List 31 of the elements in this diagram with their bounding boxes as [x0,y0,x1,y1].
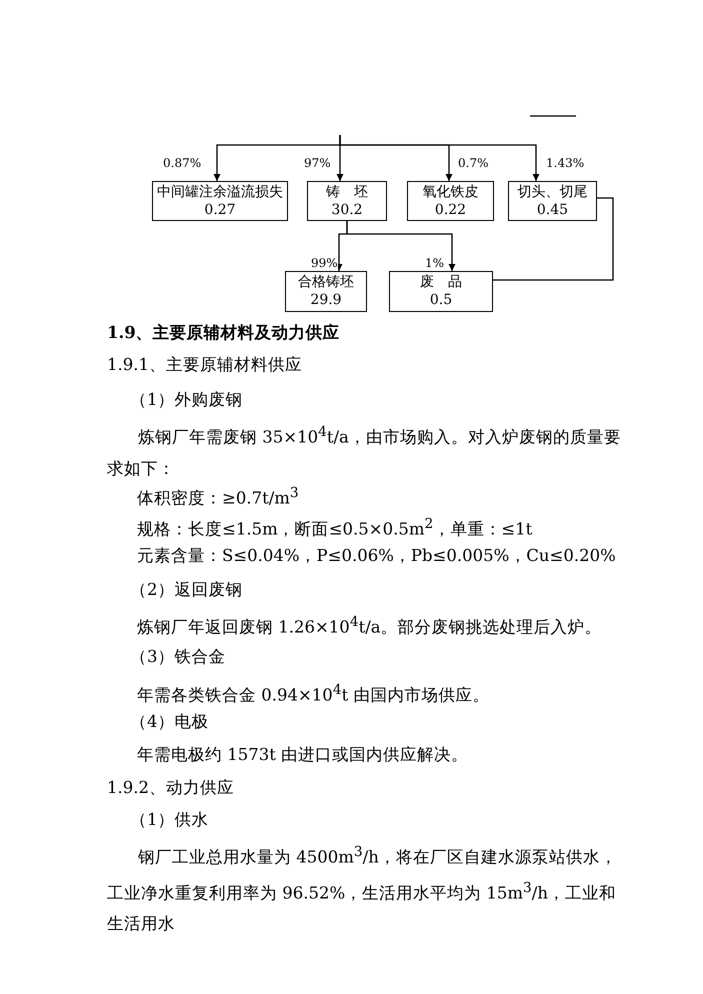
text-line: 年需各类铁合金 0.94×10$^{4}$t 由国内市场供应。 [137,681,490,706]
text-line: （1）外购废钢 [130,390,242,410]
edge-label: 1% [425,256,444,270]
process-box: 合格铸坯 29.9 [285,271,367,312]
text-line: 体积密度：≥0.7t/m$^{3}$ [137,484,299,508]
text-line: 1.9.1、主要原辅材料供应 [107,355,302,375]
process-box: 中间罐注余溢流损失 0.27 [152,181,288,221]
text-line: （1）供水 [130,810,208,830]
process-box: 切头、切尾 0.45 [508,181,597,221]
text-line: （4）电极 [130,712,208,732]
process-box: 铸 坯 30.2 [307,181,387,221]
arrow [339,135,540,181]
arrow [346,221,456,271]
edge-label: 0.7% [458,156,488,170]
text-line: 规格：长度≤1.5m，断面≤0.5×0.5m$^{2}$，单重：≤1t [137,515,532,540]
section-heading: 1.9、主要原辅材料及动力供应 [107,323,340,343]
paragraph: 钢厂工业总用水量为 4500m$^{3}$/h，将在厂区自建水源泵站供水，工业净水重复利用率为 96.52%，生活用水平均为 15m$^{3}$/h，工业和生活用水 [107,843,618,935]
text-line: 炼钢厂年返回废钢 1.26×10$^{4}$t/a。部分废钢挑选处理后入炉。 [137,613,602,638]
text-line: 1.9.2、动力供应 [107,778,234,798]
connector-line [493,197,614,281]
text-line: （3）铁合金 [130,647,226,667]
text-line: 年需电极约 1573t 由进口或国内供应解决。 [137,745,468,765]
edge-label: 0.87% [163,156,202,170]
paragraph: 炼钢厂年需废钢 35×10$^{4}$t/a，由市场购入。对入炉废钢的质量要求如下： [107,423,622,480]
text-line: 元素含量：S≤0.04%，P≤0.06%，Pb≤0.005%，Cu≤0.20% [137,546,616,566]
edge-label: 97% [304,156,331,170]
process-box: 氧化铁皮 0.22 [407,181,494,221]
process-box: 废 品 0.5 [389,271,493,312]
edge-label: 1.43% [546,156,584,170]
edge-label: 99% [311,256,338,270]
text-line: （2）返回废钢 [130,580,242,600]
